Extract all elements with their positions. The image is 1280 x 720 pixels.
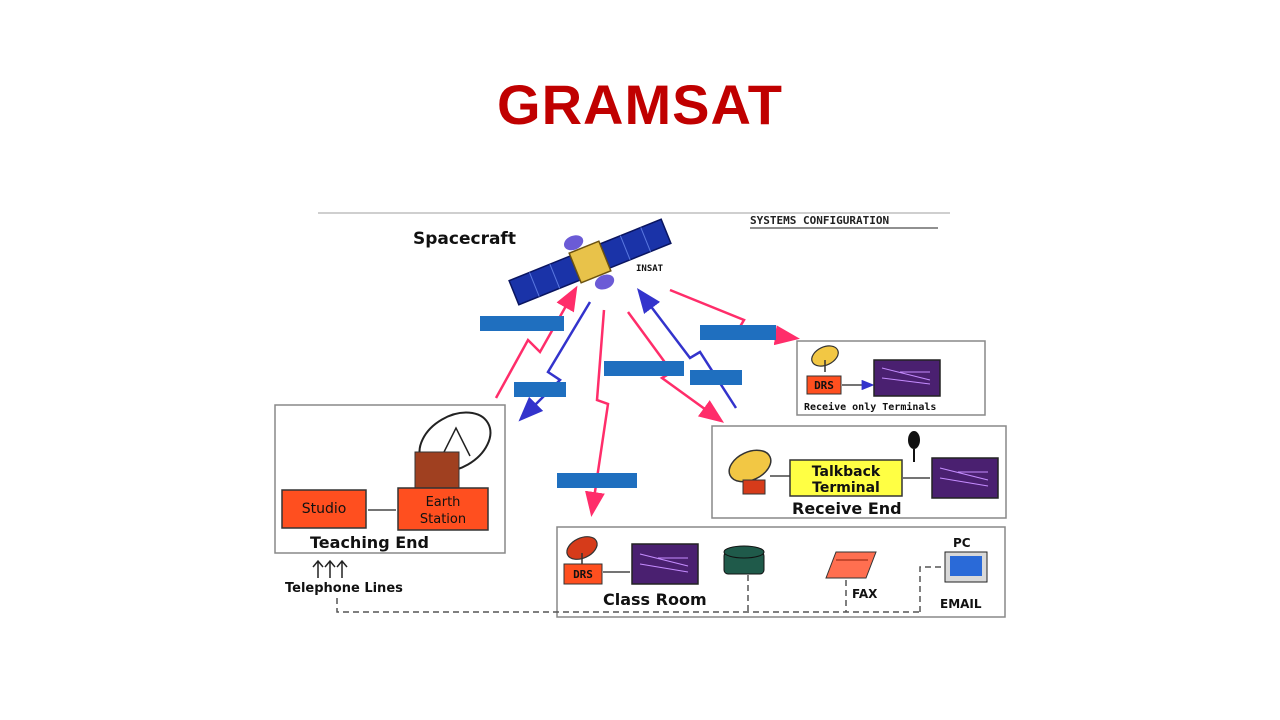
studio-label: Studio — [302, 501, 347, 517]
monitor-icon — [931, 457, 999, 499]
receive-only-caption: Receive only Terminals — [804, 401, 936, 413]
classroom-panel: DRS FAX PC EMAIL Class Room — [556, 526, 1006, 618]
link-tag — [480, 316, 564, 331]
receive-only-panel: DRS Receive only Terminals — [796, 340, 986, 416]
spacecraft-label: Spacecraft — [413, 229, 516, 249]
insat-label: INSAT — [636, 264, 664, 274]
classroom-caption: Class Room — [603, 590, 707, 609]
talkback-line1: Talkback — [812, 464, 881, 480]
telephone-lines-label: Telephone Lines — [285, 581, 403, 596]
satellite-icon — [508, 218, 672, 306]
earth-station-dish-icon — [414, 411, 492, 489]
teaching-end-panel: Studio Earth Station Teaching End — [274, 404, 506, 554]
email-label: EMAIL — [940, 597, 982, 611]
telephone-icon — [723, 545, 765, 575]
link-tag — [700, 325, 776, 340]
fax-icon — [825, 551, 877, 579]
link-tag — [690, 370, 742, 385]
pc-label: PC — [953, 536, 971, 550]
microphone-icon — [908, 431, 920, 462]
downlink-arrow-classroom — [585, 309, 610, 517]
receive-end-caption: Receive End — [792, 499, 902, 518]
earth-station-line1: Earth — [426, 495, 461, 510]
link-tag — [604, 361, 684, 376]
monitor-icon — [873, 359, 941, 397]
talkback-line2: Terminal — [812, 480, 880, 496]
pc-icon — [944, 551, 988, 583]
link-tag — [557, 473, 637, 488]
slide-title: GRAMSAT — [497, 73, 783, 136]
dish-icon — [566, 536, 598, 564]
telephone-up-arrows-icon — [312, 559, 348, 578]
dish-icon — [728, 449, 772, 495]
talkback-terminal-box — [789, 459, 903, 497]
uplink-arrow-teaching — [494, 285, 578, 399]
link-tag — [514, 382, 566, 397]
header-label: SYSTEMS CONFIGURATION — [750, 214, 889, 227]
earth-station-line2: Station — [420, 512, 466, 527]
dish-icon — [811, 345, 839, 372]
telephone-line-network — [336, 566, 944, 613]
classroom-drs-label: DRS — [573, 568, 593, 581]
downlink-arrow-teaching — [518, 301, 592, 422]
receive-end-panel: Talkback Terminal Receive End — [711, 425, 1007, 519]
monitor-icon — [631, 543, 699, 585]
drs-label: DRS — [814, 379, 834, 392]
teaching-end-caption: Teaching End — [310, 533, 429, 552]
fax-label: FAX — [852, 587, 878, 601]
